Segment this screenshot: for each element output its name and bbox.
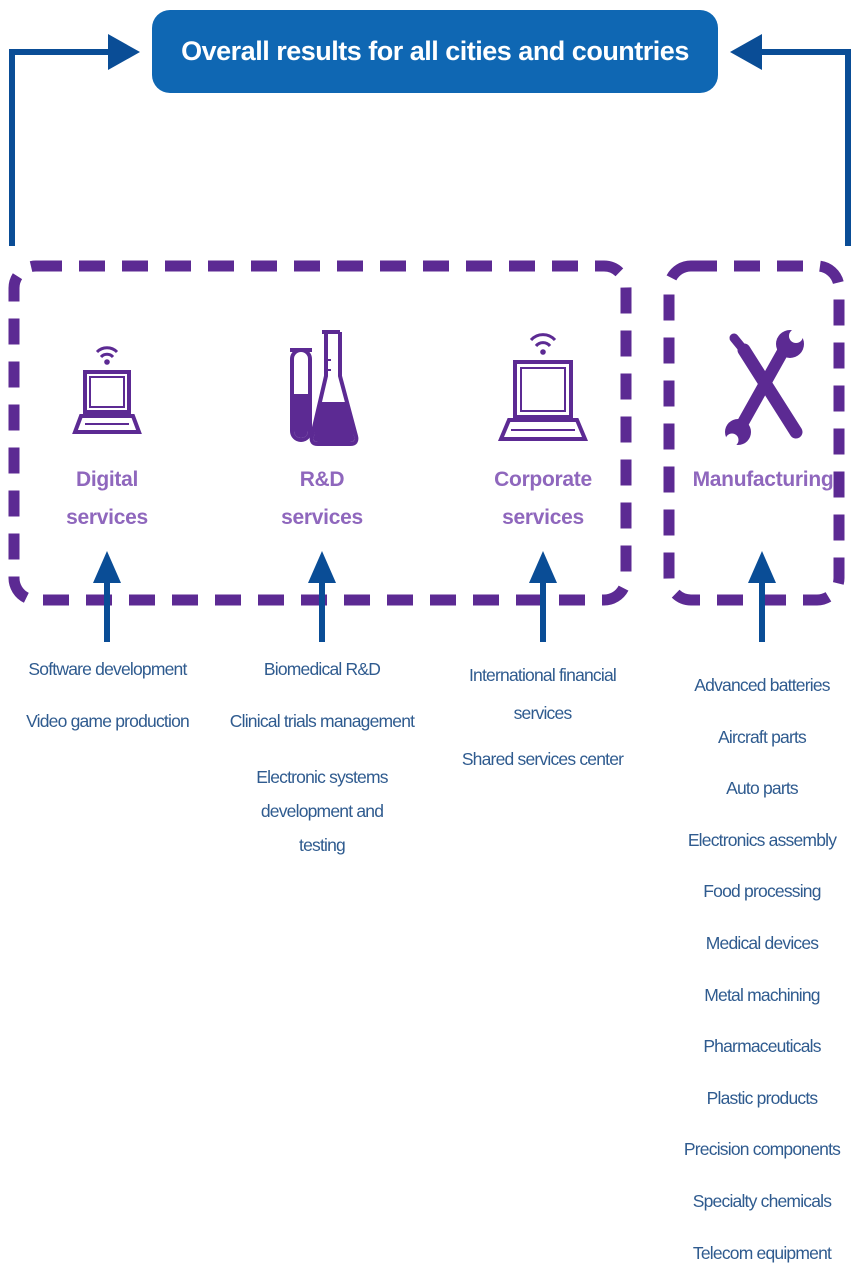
list-item: Specialty chemicals — [692, 1190, 832, 1211]
rnd-label-line2: services — [281, 506, 363, 529]
digital-services-label: Digital services — [40, 461, 174, 537]
list-item: Shared services center — [461, 749, 624, 769]
corporate-services-label: Corporate services — [476, 461, 610, 537]
manufacturing-group-box — [663, 260, 845, 606]
corporate-subitems: International financial services Shared … — [455, 656, 630, 772]
list-item: Food processing — [703, 881, 821, 902]
diagram-canvas — [8, 34, 851, 642]
rnd-up-arrow — [308, 551, 336, 642]
list-item: Pharmaceuticals — [703, 1036, 821, 1057]
rnd-services-label: R&D services — [255, 461, 389, 537]
list-item: Metal machining — [704, 984, 820, 1005]
manufacturing-label: Manufacturing — [688, 461, 838, 499]
rnd-subitems: Biomedical R&D Clinical trials managemen… — [222, 656, 422, 862]
manufacturing-label-line1: Manufacturing — [692, 468, 834, 491]
list-item: Clinical trials management — [229, 711, 415, 731]
list-item: Biomedical R&D — [263, 659, 381, 679]
list-item: Medical devices — [705, 932, 819, 953]
list-item: Telecom equipment — [692, 1242, 832, 1263]
digital-subitems: Software development Video game producti… — [15, 656, 200, 734]
list-item: Precision components — [683, 1139, 841, 1160]
corporate-up-arrow — [529, 551, 557, 642]
list-item: Aircraft parts — [718, 726, 807, 747]
digital-up-arrow — [93, 551, 121, 642]
list-item: Advanced batteries — [694, 675, 830, 695]
digital-label-line1: Digital — [75, 468, 139, 491]
laptop-wifi-icon — [72, 346, 142, 434]
list-item: Software development — [28, 659, 187, 679]
right-feedback-arrow — [730, 34, 851, 246]
wrench-screwdriver-icon — [725, 329, 804, 447]
corporate-label-line2: services — [502, 506, 584, 529]
manufacturing-subitems: Advanced batteries Aircraft parts Auto p… — [678, 660, 846, 1279]
corporate-label-line1: Corporate — [494, 468, 592, 491]
list-item: Electronic systems development and testi… — [256, 767, 388, 855]
list-item: Auto parts — [726, 778, 799, 799]
lab-flask-icon — [290, 330, 359, 446]
list-item: International financial services — [469, 665, 617, 723]
rnd-label-line1: R&D — [299, 468, 345, 491]
left-feedback-arrow — [9, 34, 140, 246]
list-item: Video game production — [26, 711, 190, 731]
overall-results-title: Overall results for all cities and count… — [152, 10, 718, 93]
list-item: Electronics assembly — [687, 829, 837, 850]
manufacturing-up-arrow — [748, 551, 776, 642]
digital-label-line2: services — [66, 506, 148, 529]
list-item: Plastic products — [706, 1087, 819, 1108]
laptop-wifi-icon — [497, 333, 589, 441]
